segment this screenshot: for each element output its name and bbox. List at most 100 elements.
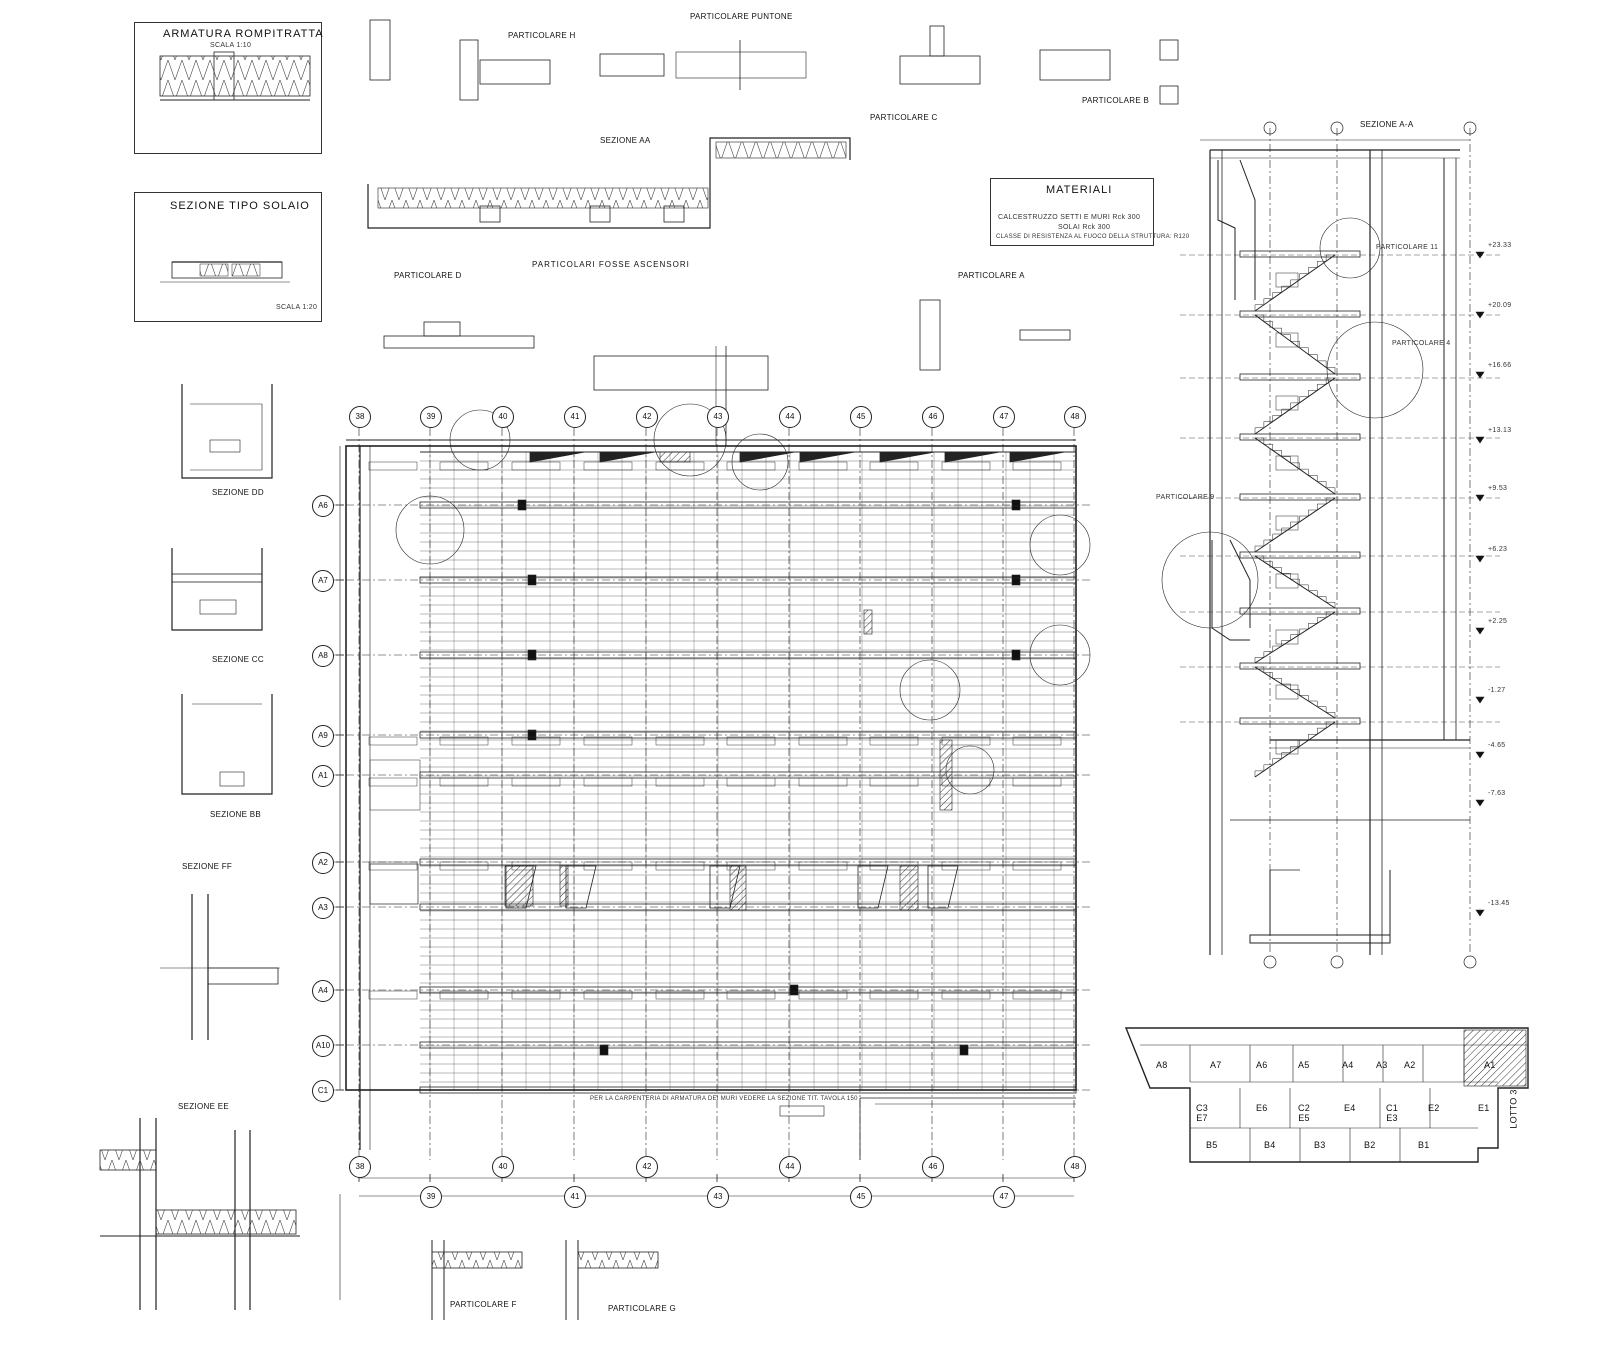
materials-row-2: SOLAI Rck 300 — [1058, 224, 1111, 231]
key-top-A4: A4 — [1342, 1060, 1354, 1070]
small-details — [99, 19, 1179, 1320]
key-top-A1: A1 — [1484, 1060, 1496, 1070]
axis-top-42: 42 — [636, 406, 658, 428]
title-particolare-c: PARTICOLARE C — [870, 113, 938, 122]
title-particolari-fosse: PARTICOLARI FOSSE ASCENSORI — [532, 260, 690, 269]
key-mid-1: E6 — [1256, 1103, 1268, 1113]
axis-bottom-45: 45 — [850, 1186, 872, 1208]
title-sezione-a-a: SEZIONE A-A — [1360, 120, 1414, 129]
title-sezione-dd: SEZIONE DD — [212, 488, 264, 497]
armatura-rompitratta-frame — [134, 22, 322, 154]
key-bottom-B2: B2 — [1364, 1140, 1376, 1150]
axis-left-A9: A9 — [312, 725, 334, 747]
key-plan — [1124, 1027, 1529, 1163]
axis-bottom-40: 40 — [492, 1156, 514, 1178]
key-top-A8: A8 — [1156, 1060, 1168, 1070]
key-mid-3: E4 — [1344, 1103, 1356, 1113]
axis-bottom-42: 42 — [636, 1156, 658, 1178]
key-mid-4: C1 E3 — [1386, 1103, 1399, 1123]
label-particolare-11: PARTICOLARE 11 — [1376, 244, 1439, 251]
axis-bottom-43: 43 — [707, 1186, 729, 1208]
key-mid-0: C3 E7 — [1196, 1103, 1209, 1123]
elevation-8: -4.65 — [1488, 742, 1506, 749]
elevation-4: +9.53 — [1488, 485, 1508, 492]
elevation-5: +6.23 — [1488, 546, 1508, 553]
key-bottom-B1: B1 — [1418, 1140, 1430, 1150]
key-top-A6: A6 — [1256, 1060, 1268, 1070]
key-mid-2: C2 E5 — [1298, 1103, 1311, 1123]
title-particolare-g: PARTICOLARE G — [608, 1304, 677, 1313]
axis-left-A6: A6 — [312, 495, 334, 517]
title-particolare-h: PARTICOLARE H — [508, 31, 576, 40]
title-sezione-ff: SEZIONE FF — [182, 862, 233, 871]
elevation-2: +16.66 — [1488, 362, 1512, 369]
axis-bottom-48: 48 — [1064, 1156, 1086, 1178]
elevation-10: -13.45 — [1488, 900, 1510, 907]
title-particolare-f: PARTICOLARE F — [450, 1300, 517, 1309]
axis-left-A2: A2 — [312, 852, 334, 874]
materials-frame — [990, 178, 1154, 246]
axis-left-A10: A10 — [312, 1035, 334, 1057]
key-top-A5: A5 — [1298, 1060, 1310, 1070]
axis-top-43: 43 — [707, 406, 729, 428]
elevation-7: -1.27 — [1488, 687, 1506, 694]
axis-top-41: 41 — [564, 406, 586, 428]
key-top-A3: A3 — [1376, 1060, 1388, 1070]
elevation-1: +20.09 — [1488, 302, 1512, 309]
materials-row-3: CLASSE DI RESISTENZA AL FUOCO DELLA STRU… — [996, 234, 1190, 240]
title-sezione-bb: SEZIONE BB — [210, 810, 262, 819]
axis-top-45: 45 — [850, 406, 872, 428]
axis-bottom-46: 46 — [922, 1156, 944, 1178]
key-bottom-B3: B3 — [1314, 1140, 1326, 1150]
title-armatura-rompitratta: ARMATURA ROMPITRATTA — [163, 28, 324, 40]
axis-left-A7: A7 — [312, 570, 334, 592]
materials-row-1: CALCESTRUZZO SETTI E MURI Rck 300 — [998, 214, 1141, 221]
scale-solaio: SCALA 1:20 — [276, 304, 318, 311]
axis-top-44: 44 — [779, 406, 801, 428]
title-sezione-tipo-solaio: SEZIONE TIPO SOLAIO — [170, 200, 310, 212]
scale-armatura: SCALA 1:10 — [210, 42, 252, 49]
axis-top-46: 46 — [922, 406, 944, 428]
axis-left-A8: A8 — [312, 645, 334, 667]
elevation-9: -7.63 — [1488, 790, 1506, 797]
label-particolare-4: PARTICOLARE 4 — [1392, 340, 1451, 347]
section-a-a-drawing — [1161, 121, 1500, 969]
axis-top-48: 48 — [1064, 406, 1086, 428]
plan-grid — [330, 346, 1091, 1197]
label-particolare-9: PARTICOLARE 9 — [1156, 494, 1215, 501]
elevation-3: +13.13 — [1488, 427, 1512, 434]
key-bottom-B4: B4 — [1264, 1140, 1276, 1150]
axis-bottom-38: 38 — [349, 1156, 371, 1178]
elevation-6: +2.25 — [1488, 618, 1508, 625]
axis-left-A3: A3 — [312, 897, 334, 919]
key-mid-6: E1 — [1478, 1103, 1490, 1113]
key-bottom-B5: B5 — [1206, 1140, 1218, 1150]
key-lotto: LOTTO 3 — [1508, 1089, 1519, 1129]
title-particolare-a: PARTICOLARE A — [958, 271, 1025, 280]
axis-bottom-44: 44 — [779, 1156, 801, 1178]
title-particolare-puntone: PARTICOLARE PUNTONE — [690, 12, 793, 21]
axis-bottom-39: 39 — [420, 1186, 442, 1208]
title-sezione-aa: SEZIONE AA — [600, 136, 651, 145]
key-top-A7: A7 — [1210, 1060, 1222, 1070]
sezione-tipo-solaio-frame — [134, 192, 322, 322]
title-particolare-d: PARTICOLARE D — [394, 271, 462, 280]
axis-left-C1: C1 — [312, 1080, 334, 1102]
materials-title: MATERIALI — [1046, 184, 1113, 196]
axis-top-38: 38 — [349, 406, 371, 428]
axis-left-A1: A1 — [312, 765, 334, 787]
axis-top-47: 47 — [993, 406, 1015, 428]
plan-bottom-note: PER LA CARPENTERIA DI ARMATURA DEI MURI … — [590, 1096, 858, 1102]
elevation-0: +23.33 — [1488, 242, 1512, 249]
axis-bottom-47: 47 — [993, 1186, 1015, 1208]
axis-left-A4: A4 — [312, 980, 334, 1002]
axis-top-39: 39 — [420, 406, 442, 428]
key-top-A2: A2 — [1404, 1060, 1416, 1070]
axis-top-40: 40 — [492, 406, 514, 428]
title-particolare-b: PARTICOLARE B — [1082, 96, 1150, 105]
key-mid-5: E2 — [1428, 1103, 1440, 1113]
title-sezione-ee: SEZIONE EE — [178, 1102, 230, 1111]
axis-bottom-41: 41 — [564, 1186, 586, 1208]
